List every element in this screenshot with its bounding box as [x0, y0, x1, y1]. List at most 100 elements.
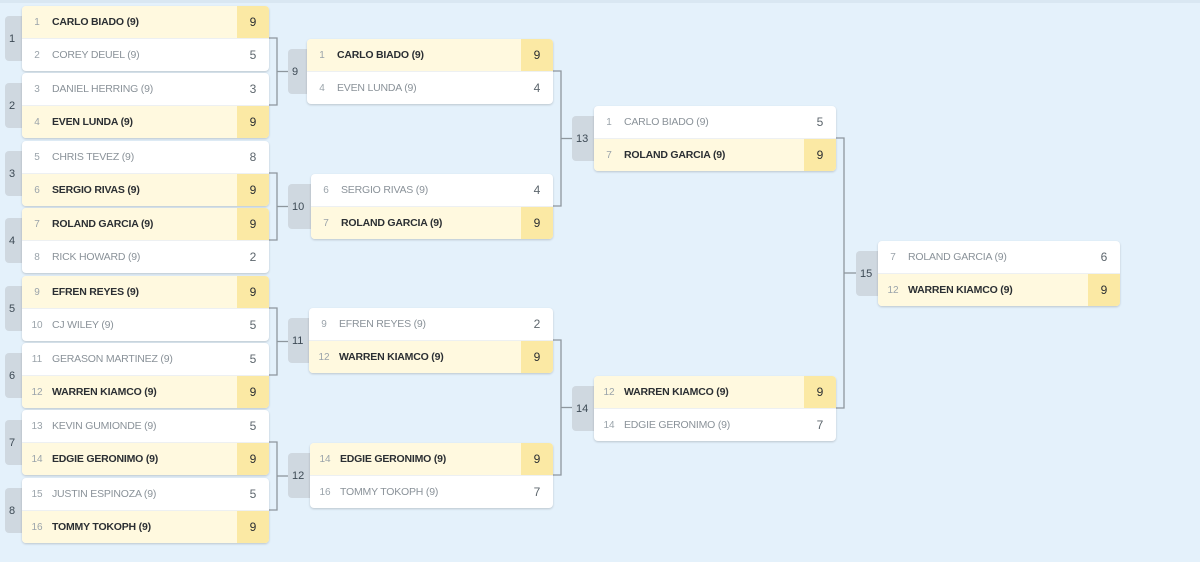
match-number: 3: [9, 167, 16, 180]
match-number: 12: [292, 469, 305, 482]
player-score: 7: [816, 418, 824, 432]
player-score: 4: [533, 183, 541, 197]
player-name: CARLO BIADO (9): [52, 16, 139, 28]
connector-13: [553, 70, 562, 207]
player-row-winner[interactable]: 1 CARLO BIADO (9) 9: [22, 6, 269, 38]
player-name: ROLAND GARCIA (9): [341, 217, 443, 229]
match-number-tab: 2: [5, 83, 26, 128]
player-seed: 16: [319, 486, 331, 498]
player-name: COREY DEUEL (9): [52, 49, 140, 61]
player-seed: 14: [603, 419, 615, 431]
player-seed: 5: [34, 151, 40, 163]
player-score: 9: [237, 174, 269, 206]
player-name: WARREN KIAMCO (9): [908, 284, 1013, 296]
player-row[interactable]: 14 EDGIE GERONIMO (9) 7: [594, 408, 836, 441]
player-score: 4: [533, 81, 541, 95]
player-name: EDGIE GERONIMO (9): [52, 453, 159, 465]
player-score: 2: [249, 250, 257, 264]
player-seed: 14: [319, 453, 331, 465]
player-score: 5: [249, 487, 257, 501]
player-name: TOMMY TOKOPH (9): [52, 521, 151, 533]
player-name: TOMMY TOKOPH (9): [340, 486, 439, 498]
player-name: CARLO BIADO (9): [624, 116, 709, 128]
match-number-tab: 1: [5, 16, 26, 61]
player-seed: 14: [31, 453, 43, 465]
player-name: DANIEL HERRING (9): [52, 83, 154, 95]
connector-10: [269, 172, 278, 241]
match-number-tab: 5: [5, 286, 26, 331]
player-seed: 9: [34, 286, 40, 298]
match-number: 14: [576, 402, 589, 415]
player-name: CHRIS TEVEZ (9): [52, 151, 134, 163]
match-number-tab: 15: [856, 251, 882, 296]
player-name: WARREN KIAMCO (9): [624, 386, 729, 398]
player-score: 5: [249, 318, 257, 332]
player-score: 9: [1088, 274, 1120, 306]
player-score: 9: [521, 341, 553, 373]
match-number-tab: 6: [5, 353, 26, 398]
connector-14: [553, 339, 562, 476]
player-name: GERASON MARTINEZ (9): [52, 353, 173, 365]
player-name: EDGIE GERONIMO (9): [340, 453, 447, 465]
connector-12: [269, 441, 278, 511]
player-seed: 12: [318, 351, 330, 363]
player-score: 9: [804, 139, 836, 171]
player-score: 9: [237, 208, 269, 240]
player-score: 5: [816, 115, 824, 129]
connector-15: [836, 137, 845, 409]
player-score: 9: [237, 6, 269, 38]
match-number: 15: [860, 267, 873, 280]
player-name: EFREN REYES (9): [52, 286, 139, 298]
player-seed: 6: [34, 184, 40, 196]
player-seed: 6: [323, 184, 329, 196]
player-seed: 1: [34, 16, 40, 28]
player-name: EDGIE GERONIMO (9): [624, 419, 731, 431]
player-name: CJ WILEY (9): [52, 319, 114, 331]
player-seed: 9: [321, 318, 327, 330]
match-number-tab: 8: [5, 488, 26, 533]
